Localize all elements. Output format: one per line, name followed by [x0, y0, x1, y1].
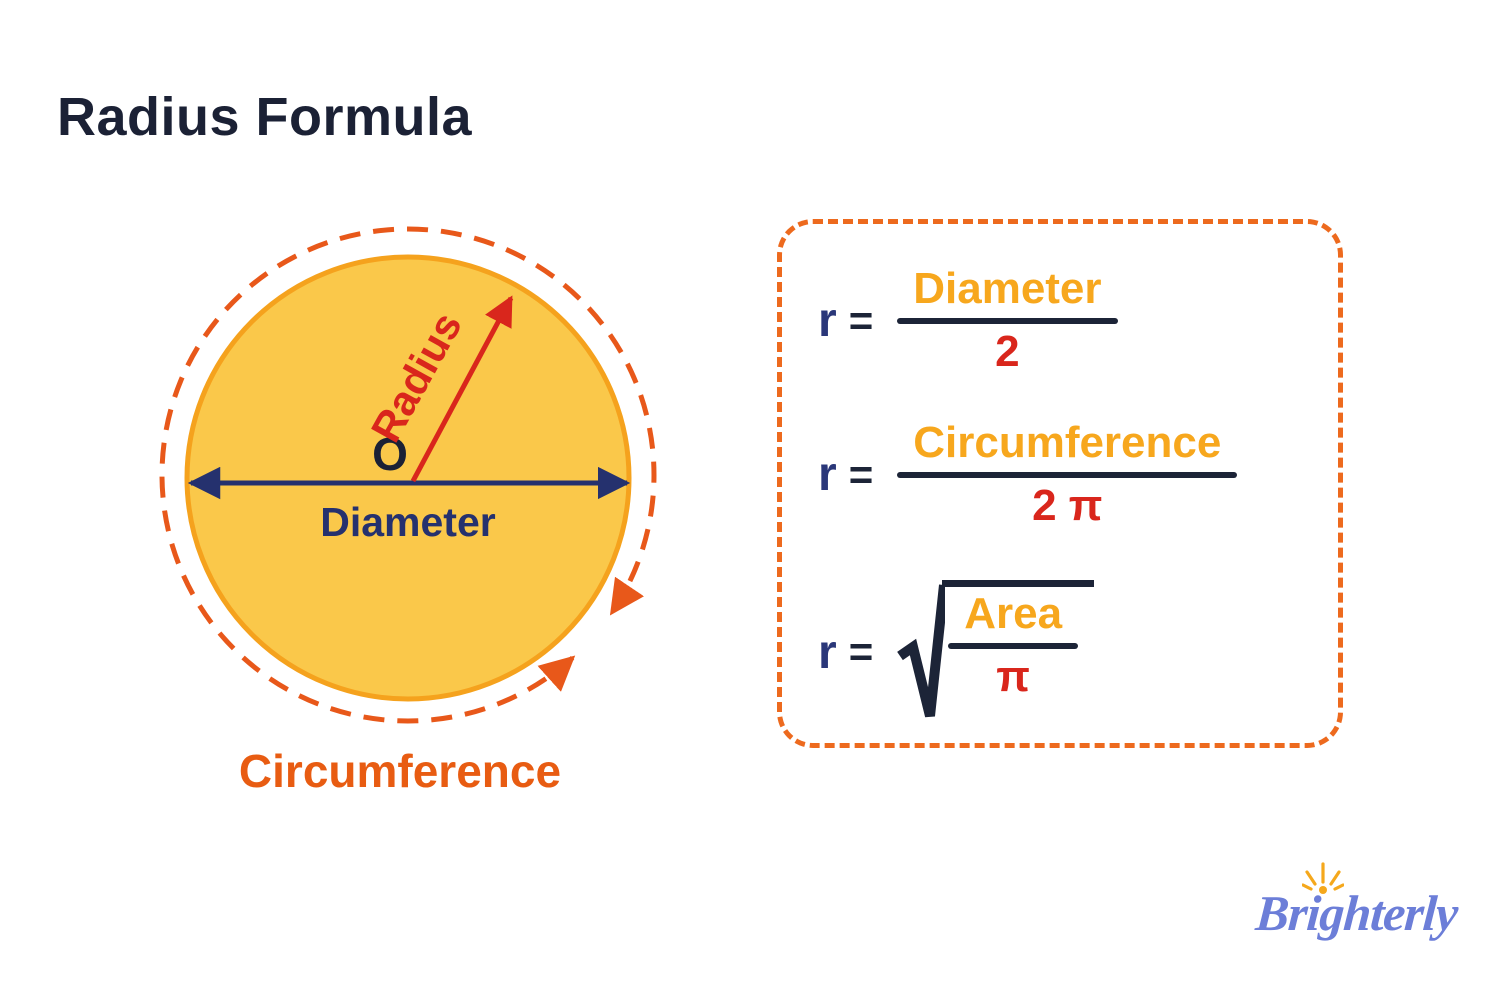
fraction-bar: [897, 471, 1238, 478]
fraction-numerator: Diameter: [913, 264, 1102, 313]
square-root: Area π: [895, 580, 1095, 724]
square-root-hook: [897, 584, 946, 718]
diameter-label: Diameter: [320, 499, 496, 545]
fraction-numerator: Area: [964, 589, 1063, 638]
logo-text: Brighterly: [1254, 885, 1460, 941]
fraction: Circumference 2 π: [897, 418, 1238, 531]
formula-diameter: r = Diameter 2: [818, 264, 1118, 377]
equals-sign: =: [848, 450, 874, 498]
fraction-denominator: 2 π: [1032, 480, 1103, 530]
fraction-bar: [948, 642, 1079, 649]
circle-center-label: O: [372, 428, 408, 480]
brighterly-logo: Brighterly: [1254, 862, 1486, 962]
radius-formula-box: r = Diameter 2 r = Circumference 2 π r =: [777, 219, 1343, 748]
formula-area: r = Area π: [818, 580, 1095, 724]
sun-rays-icon: [1302, 862, 1344, 894]
fraction-numerator: Circumference: [913, 418, 1222, 467]
formula-variable: r: [818, 294, 837, 348]
page-title: Radius Formula: [57, 87, 473, 147]
circumference-label: Circumference: [238, 745, 562, 797]
fraction: Area π: [948, 589, 1079, 702]
fraction-denominator: π: [996, 651, 1030, 701]
fraction: Diameter 2: [897, 264, 1118, 377]
formula-variable: r: [818, 448, 837, 502]
circle-shape: [184, 254, 632, 702]
equals-sign: =: [848, 628, 874, 675]
circumference-dashed-circle: [159, 226, 657, 724]
square-root-content: Area π: [942, 580, 1095, 702]
radius-arrow: [410, 295, 514, 483]
formula-variable: r: [818, 625, 837, 679]
fraction-denominator: 2: [995, 326, 1020, 376]
equals-sign: =: [848, 296, 874, 344]
fraction-bar: [897, 317, 1118, 324]
formula-circumference: r = Circumference 2 π: [818, 418, 1238, 531]
circle-diagram: O Radius Diameter: [159, 226, 657, 724]
